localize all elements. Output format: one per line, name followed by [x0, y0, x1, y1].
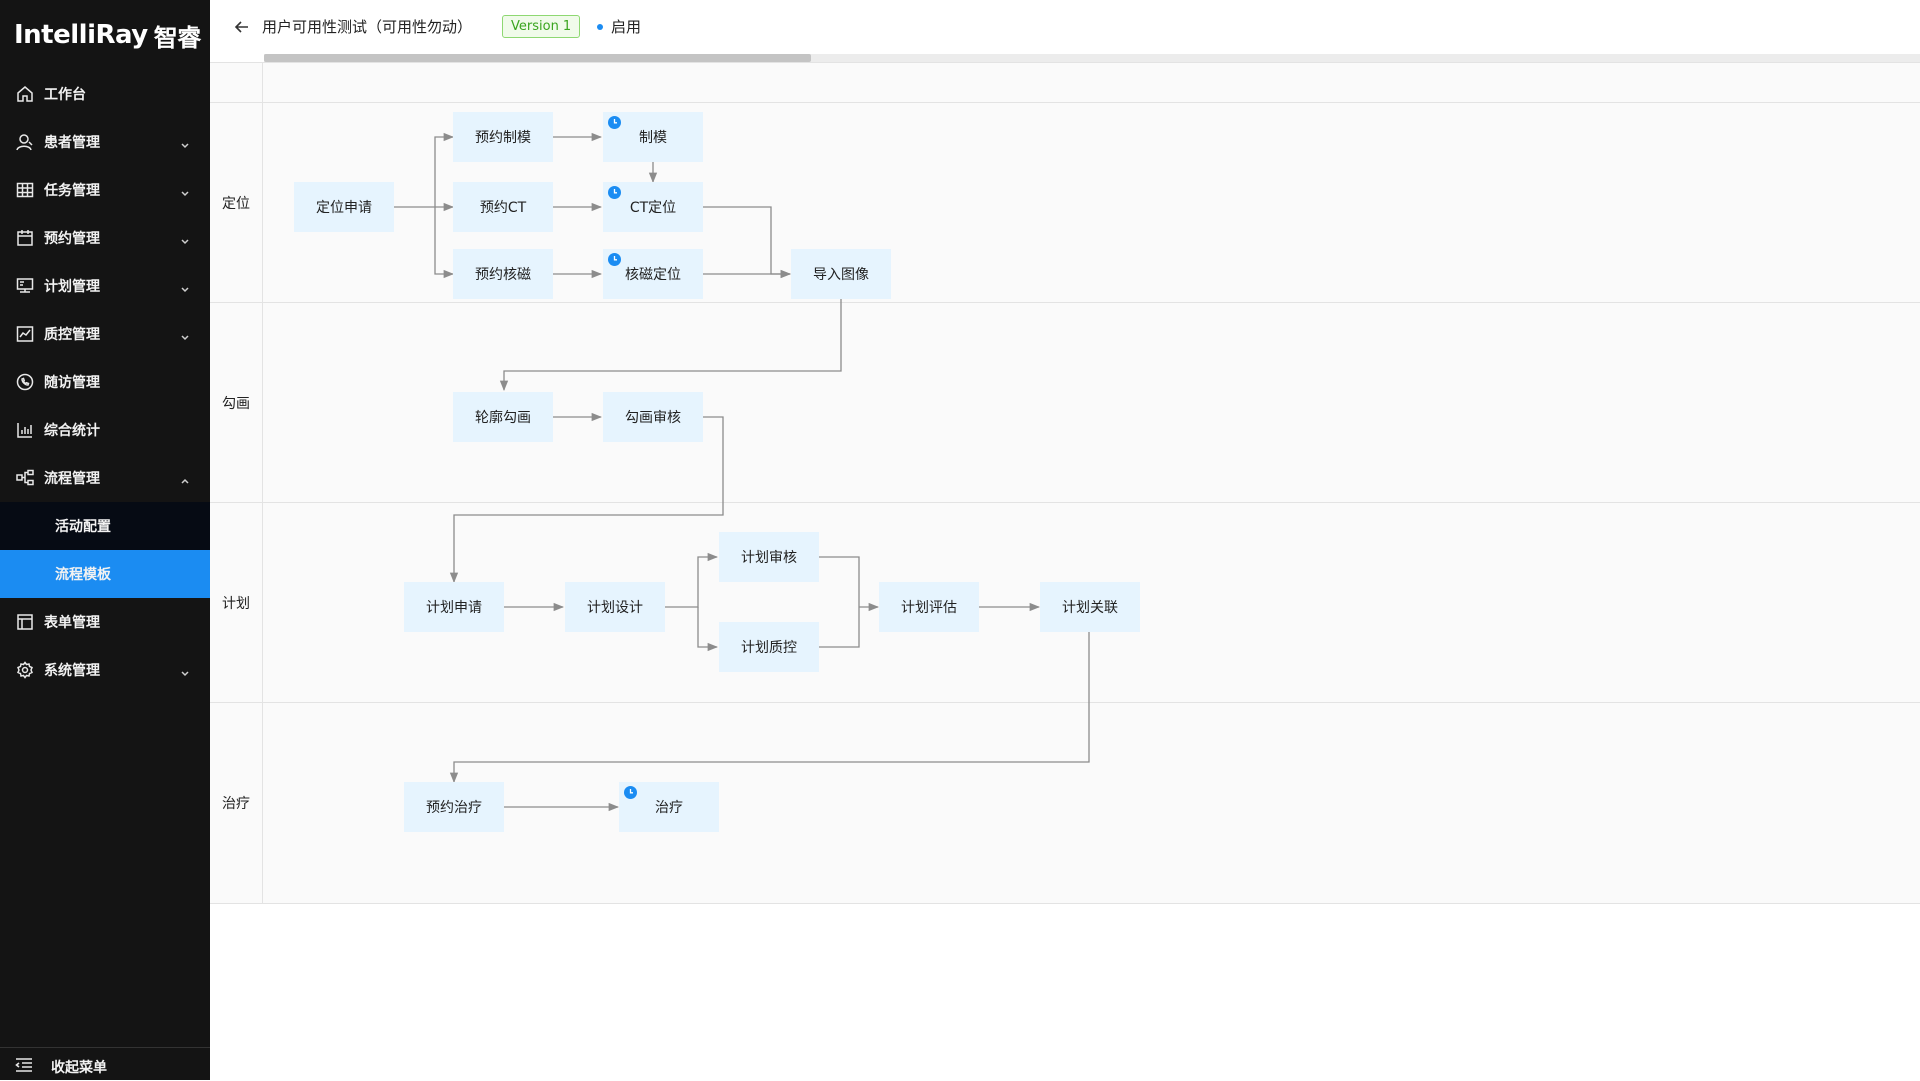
flow-node-label: 核磁定位: [625, 267, 681, 283]
bar-chart-icon: [16, 421, 34, 439]
flow-node-book-ct[interactable]: 预约CT: [453, 182, 553, 232]
page-title: 用户可用性测试（可用性勿动）: [262, 18, 473, 36]
flow-node-mold[interactable]: 制模: [603, 112, 703, 162]
sidebar-item-process[interactable]: 流程管理: [0, 454, 210, 502]
clock-icon: [608, 186, 621, 199]
chevron-up-icon: [180, 472, 190, 484]
flow-node-book-mold[interactable]: 预约制模: [453, 112, 553, 162]
flow-node-book-treatment[interactable]: 预约治疗: [404, 782, 504, 832]
lane-header-label-cell: [210, 63, 263, 105]
lane-label: 计划: [210, 503, 263, 703]
sidebar-item-label: 工作台: [44, 87, 86, 103]
flow-node-plan-review[interactable]: 计划审核: [719, 532, 819, 582]
table-icon: [16, 181, 34, 199]
clock-icon: [608, 116, 621, 129]
status-dot-icon: [597, 23, 603, 30]
sidebar-item-label: 患者管理: [44, 135, 100, 151]
menu-fold-icon: [15, 1057, 33, 1077]
sidebar: IntelliRay 智睿 工作台 患者管理 任务管理 预约管理 计划管理 质控…: [0, 0, 210, 1080]
chevron-down-icon: [180, 280, 190, 293]
chevron-down-icon: [180, 136, 190, 149]
sidebar-item-label: 表单管理: [44, 615, 100, 631]
flow-node-plan-design[interactable]: 计划设计: [565, 582, 665, 632]
flow-icon: [16, 469, 34, 487]
clock-icon: [624, 786, 637, 799]
sidebar-item-label: 质控管理: [44, 327, 100, 343]
sidebar-item-followup[interactable]: 随访管理: [0, 358, 210, 406]
flow-node-plan-qc[interactable]: 计划质控: [719, 622, 819, 672]
sidebar-item-system[interactable]: 系统管理: [0, 646, 210, 694]
horizontal-scrollbar[interactable]: [264, 54, 1920, 62]
header-bar: 用户可用性测试（可用性勿动） Version 1 启用: [210, 0, 1920, 54]
flow-node-contour[interactable]: 轮廓勾画: [453, 392, 553, 442]
phone-icon: [16, 373, 34, 391]
sidebar-subitem-activity-config[interactable]: 活动配置: [0, 502, 210, 550]
lane-label: 定位: [210, 103, 263, 303]
flow-node-label: CT定位: [629, 200, 677, 216]
sidebar-item-qc[interactable]: 质控管理: [0, 310, 210, 358]
sidebar-subitem-label: 流程模板: [55, 567, 111, 583]
sidebar-subitem-process-template[interactable]: 流程模板: [0, 550, 210, 598]
flow-node-ct-loc[interactable]: CT定位: [603, 182, 703, 232]
sidebar-item-label: 随访管理: [44, 375, 100, 391]
sidebar-item-statistics[interactable]: 综合统计: [0, 406, 210, 454]
sidebar-item-plans[interactable]: 计划管理: [0, 262, 210, 310]
sidebar-subitem-label: 活动配置: [55, 519, 111, 535]
sidebar-item-label: 综合统计: [44, 423, 100, 439]
gear-icon: [16, 661, 34, 679]
lane-label: 勾画: [210, 303, 263, 503]
plan-icon: [16, 277, 34, 295]
sidebar-item-label: 计划管理: [44, 279, 100, 295]
status-indicator: 启用: [597, 16, 641, 37]
calendar-icon: [16, 229, 34, 247]
chevron-down-icon: [180, 328, 190, 341]
sidebar-item-label: 预约管理: [44, 231, 100, 247]
flow-node-plan-eval[interactable]: 计划评估: [879, 582, 979, 632]
flow-canvas: 定位 勾画 计划 治疗: [210, 54, 1920, 1080]
back-arrow-icon[interactable]: [232, 17, 252, 37]
flow-node-label: 制模: [639, 130, 667, 146]
logo-cn-text: 智睿: [153, 23, 202, 52]
flow-node-mri-loc[interactable]: 核磁定位: [603, 249, 703, 299]
patient-icon: [16, 133, 34, 151]
chevron-down-icon: [180, 664, 190, 677]
flow-node-contour-review[interactable]: 勾画审核: [603, 392, 703, 442]
chevron-down-icon: [180, 232, 190, 245]
sidebar-item-workbench[interactable]: 工作台: [0, 70, 210, 118]
lane-header-row: [210, 62, 1920, 105]
chart-line-icon: [16, 325, 34, 343]
home-icon: [16, 85, 34, 103]
flow-node-import-image[interactable]: 导入图像: [791, 249, 891, 299]
flow-node-loc-apply[interactable]: 定位申请: [294, 182, 394, 232]
sidebar-item-label: 系统管理: [44, 663, 100, 679]
logo-text: IntelliRay: [14, 20, 148, 50]
flow-node-plan-apply[interactable]: 计划申请: [404, 582, 504, 632]
sidebar-item-label: 任务管理: [44, 183, 100, 199]
flow-node-book-mri[interactable]: 预约核磁: [453, 249, 553, 299]
flow-node-treatment[interactable]: 治疗: [619, 782, 719, 832]
version-badge: Version 1: [502, 15, 581, 38]
collapse-menu-label: 收起菜单: [51, 1060, 107, 1076]
collapse-menu-button[interactable]: 收起菜单: [0, 1047, 210, 1081]
sidebar-item-appointments[interactable]: 预约管理: [0, 214, 210, 262]
sidebar-item-patients[interactable]: 患者管理: [0, 118, 210, 166]
app-logo: IntelliRay 智睿: [14, 14, 201, 56]
lane-label: 治疗: [210, 703, 263, 903]
scrollbar-thumb[interactable]: [264, 54, 811, 62]
flow-node-plan-link[interactable]: 计划关联: [1040, 582, 1140, 632]
sidebar-item-tasks[interactable]: 任务管理: [0, 166, 210, 214]
status-text: 启用: [611, 18, 642, 36]
sidebar-item-forms[interactable]: 表单管理: [0, 598, 210, 646]
form-icon: [16, 613, 34, 631]
sidebar-item-label: 流程管理: [44, 471, 100, 487]
clock-icon: [608, 253, 621, 266]
flow-node-label: 治疗: [655, 800, 683, 816]
chevron-down-icon: [180, 184, 190, 197]
